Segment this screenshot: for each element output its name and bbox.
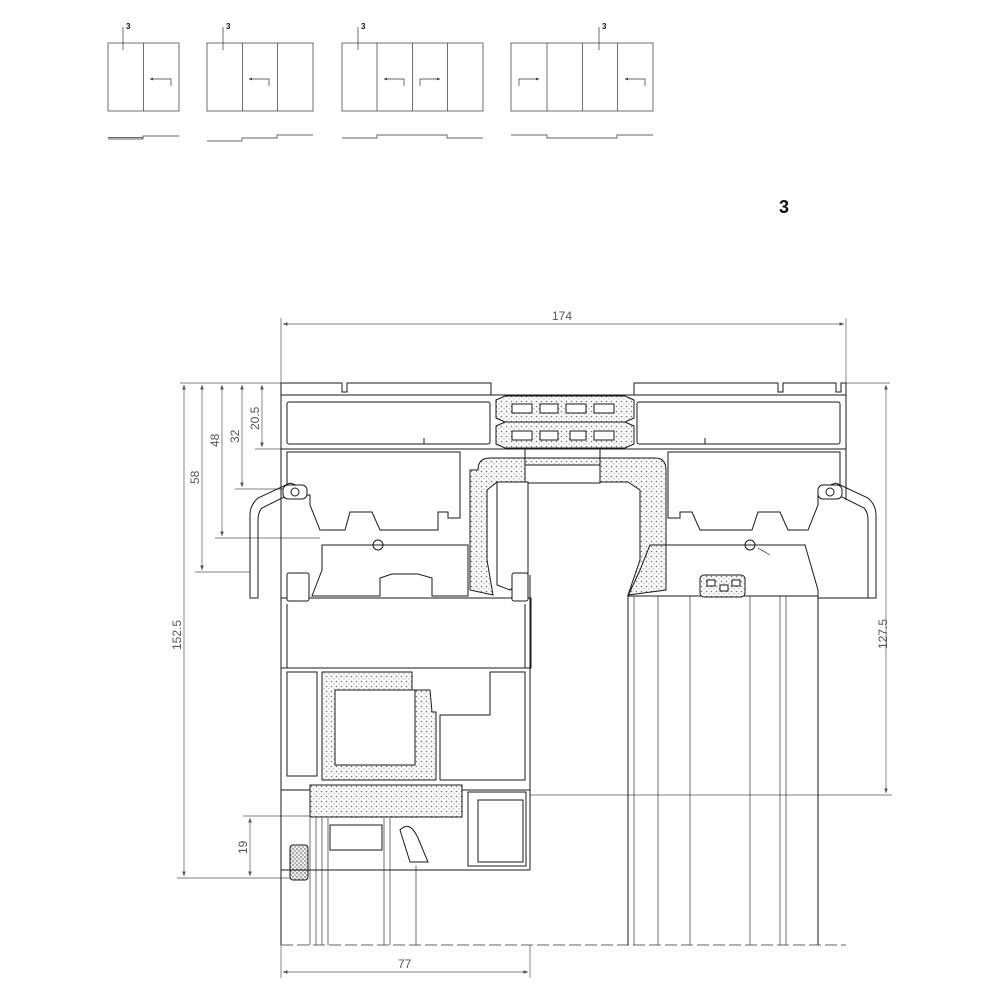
config-scheme-3: 3 <box>341 22 484 139</box>
config-scheme-1: 3 <box>107 22 180 140</box>
config-tag-4: 3 <box>602 22 607 31</box>
head-thermal-insert <box>495 395 635 449</box>
dim-58: 58 <box>188 470 202 484</box>
section-label: 3 <box>779 197 789 217</box>
dim-152-5: 152.5 <box>170 620 184 650</box>
dim-left-sash-width: 77 <box>398 957 412 971</box>
left-sash-profile <box>249 482 532 945</box>
dimension-lines: 174 77 20.5 32 48 58 152.5 127.5 <box>170 309 892 978</box>
config-scheme-2: 3 <box>206 22 314 142</box>
dim-32: 32 <box>228 429 242 443</box>
dim-20-5: 20.5 <box>248 406 262 430</box>
dim-127-5: 127.5 <box>876 619 890 649</box>
right-sash-profile <box>627 539 819 945</box>
dim-48: 48 <box>208 433 222 447</box>
config-tag-2: 3 <box>226 22 231 31</box>
right-cover-clip <box>817 482 877 599</box>
config-tag-1: 3 <box>126 22 131 31</box>
config-tag-3: 3 <box>361 22 366 31</box>
config-scheme-4: 3 <box>510 22 654 139</box>
central-gasket-channel <box>469 449 667 596</box>
dim-overall-width: 174 <box>552 309 572 323</box>
dim-19: 19 <box>236 840 250 854</box>
config-schemes: 3 3 3 <box>107 22 654 142</box>
